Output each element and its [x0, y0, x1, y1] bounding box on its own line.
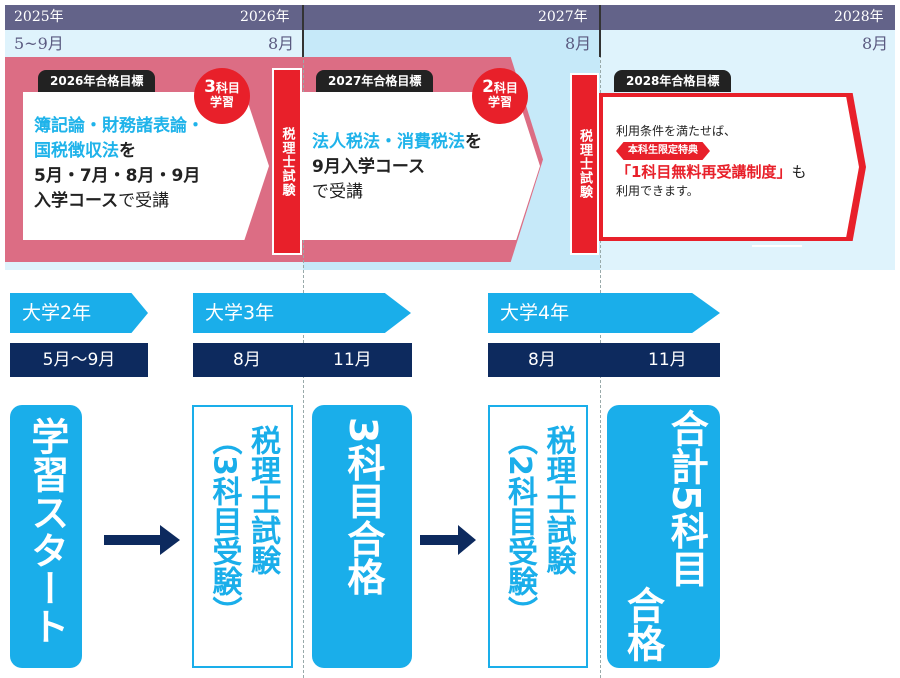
month-label: 5~9月 [14, 34, 64, 53]
month-bar: 5月〜9月 [10, 343, 148, 377]
year-arrow-2: 大学2年 [10, 293, 148, 333]
divider-2026 [303, 5, 304, 678]
year-arrow-3: 大学3年 [193, 293, 411, 333]
step-pass-total: 合計5科目合格 [607, 405, 720, 668]
decor-line [752, 245, 802, 247]
exam-bar: 税理士試験 [272, 68, 302, 255]
arrow-right-icon [420, 525, 476, 555]
exam-bar: 税理士試験 [570, 73, 599, 255]
card-text: 法人税法・消費税法を 9月入学コース で受講 [312, 132, 482, 202]
month-bg-2 [303, 30, 600, 57]
month-label: 8月 [565, 34, 592, 53]
benefit-card [603, 97, 859, 237]
divider-solid [302, 5, 304, 57]
month-bg-1 [5, 30, 303, 57]
year-label: 2026年 [240, 9, 290, 25]
card-tag: 2028年合格目標 [614, 70, 732, 92]
step-exam-3: 税理士試験（3科目受験） [192, 405, 293, 668]
step-start: 学習スタート [10, 405, 82, 668]
month-label: 8月 [862, 34, 889, 53]
month-bg-3 [600, 30, 895, 57]
divider-solid [599, 5, 601, 57]
benefit-text: 利用条件を満たせば、 本科生限定特典 「1科目無料再受講制度」も 利用できます。 [616, 124, 807, 198]
year-label: 2028年 [834, 9, 884, 25]
benefit-ribbon: 本科生限定特典 [616, 142, 710, 160]
year-arrow-4: 大学4年 [488, 293, 720, 333]
card-tag: 2026年合格目標 [38, 70, 156, 92]
month-label: 8月 [268, 34, 295, 53]
year-header [5, 5, 895, 30]
step-exam-2: 税理士試験（2科目受験） [488, 405, 588, 668]
arrow-right-icon [104, 525, 180, 555]
card-text: 簿記論・財務諸表論・ 国税徴収法を 5月・7月・8月・9月 入学コースで受講 [34, 116, 204, 211]
card-tag: 2027年合格目標 [316, 70, 434, 92]
step-pass-3: 3科目合格 [312, 405, 412, 668]
subjects-badge: 2科目学習 [472, 68, 528, 124]
year-label: 2027年 [538, 9, 588, 25]
subjects-badge: 3科目学習 [194, 68, 250, 124]
year-label: 2025年 [14, 9, 64, 25]
divider-2027 [600, 5, 601, 678]
